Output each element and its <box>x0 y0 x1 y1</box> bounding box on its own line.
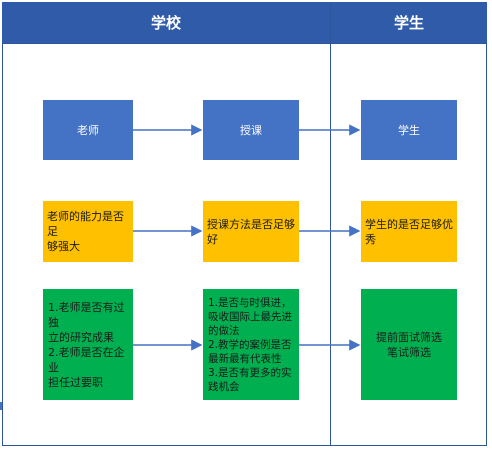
header-student: 学生 <box>331 2 487 43</box>
box-teaching: 授课 <box>203 100 299 160</box>
box-teacher-criteria: 1.老师是否有过独 立的研究成果 2.老师是否在企业 担任过要职 <box>43 289 133 400</box>
box-student-screening-label: 提前面试筛选 笔试筛选 <box>376 330 442 359</box>
box-teacher-label: 老师 <box>77 123 99 137</box>
box-teaching-criteria: 1.是否与时俱进， 吸收国际上最先进 的做法 2.教学的案例是否 最新最有代表性… <box>203 289 299 400</box>
header-student-label: 学生 <box>393 14 424 32</box>
header-separator <box>2 43 487 44</box>
box-teacher-ability: 老师的能力是否足 够强大 <box>43 201 133 262</box>
header-school-label: 学校 <box>150 14 181 32</box>
box-teacher-criteria-label: 1.老师是否有过独 立的研究成果 2.老师是否在企业 担任过要职 <box>48 300 125 389</box>
box-teaching-method: 授课方法是否足够 好 <box>203 201 299 262</box>
header-school: 学校 <box>2 2 330 43</box>
box-teacher-ability-label: 老师的能力是否足 够强大 <box>47 210 124 253</box>
box-student-quality: 学生的是否足够优 秀 <box>361 201 457 262</box>
box-student-quality-label: 学生的是否足够优 秀 <box>365 217 453 246</box>
box-teaching-label: 授课 <box>240 123 262 137</box>
edge-mark <box>0 402 2 410</box>
box-teaching-method-label: 授课方法是否足够 好 <box>207 217 295 246</box>
box-student: 学生 <box>361 100 457 160</box>
box-teacher: 老师 <box>43 100 133 160</box>
box-student-screening: 提前面试筛选 笔试筛选 <box>361 289 457 400</box>
column-divider <box>330 2 331 446</box>
box-student-label: 学生 <box>398 123 420 137</box>
box-teaching-criteria-label: 1.是否与时俱进， 吸收国际上最先进 的做法 2.教学的案例是否 最新最有代表性… <box>208 296 292 393</box>
